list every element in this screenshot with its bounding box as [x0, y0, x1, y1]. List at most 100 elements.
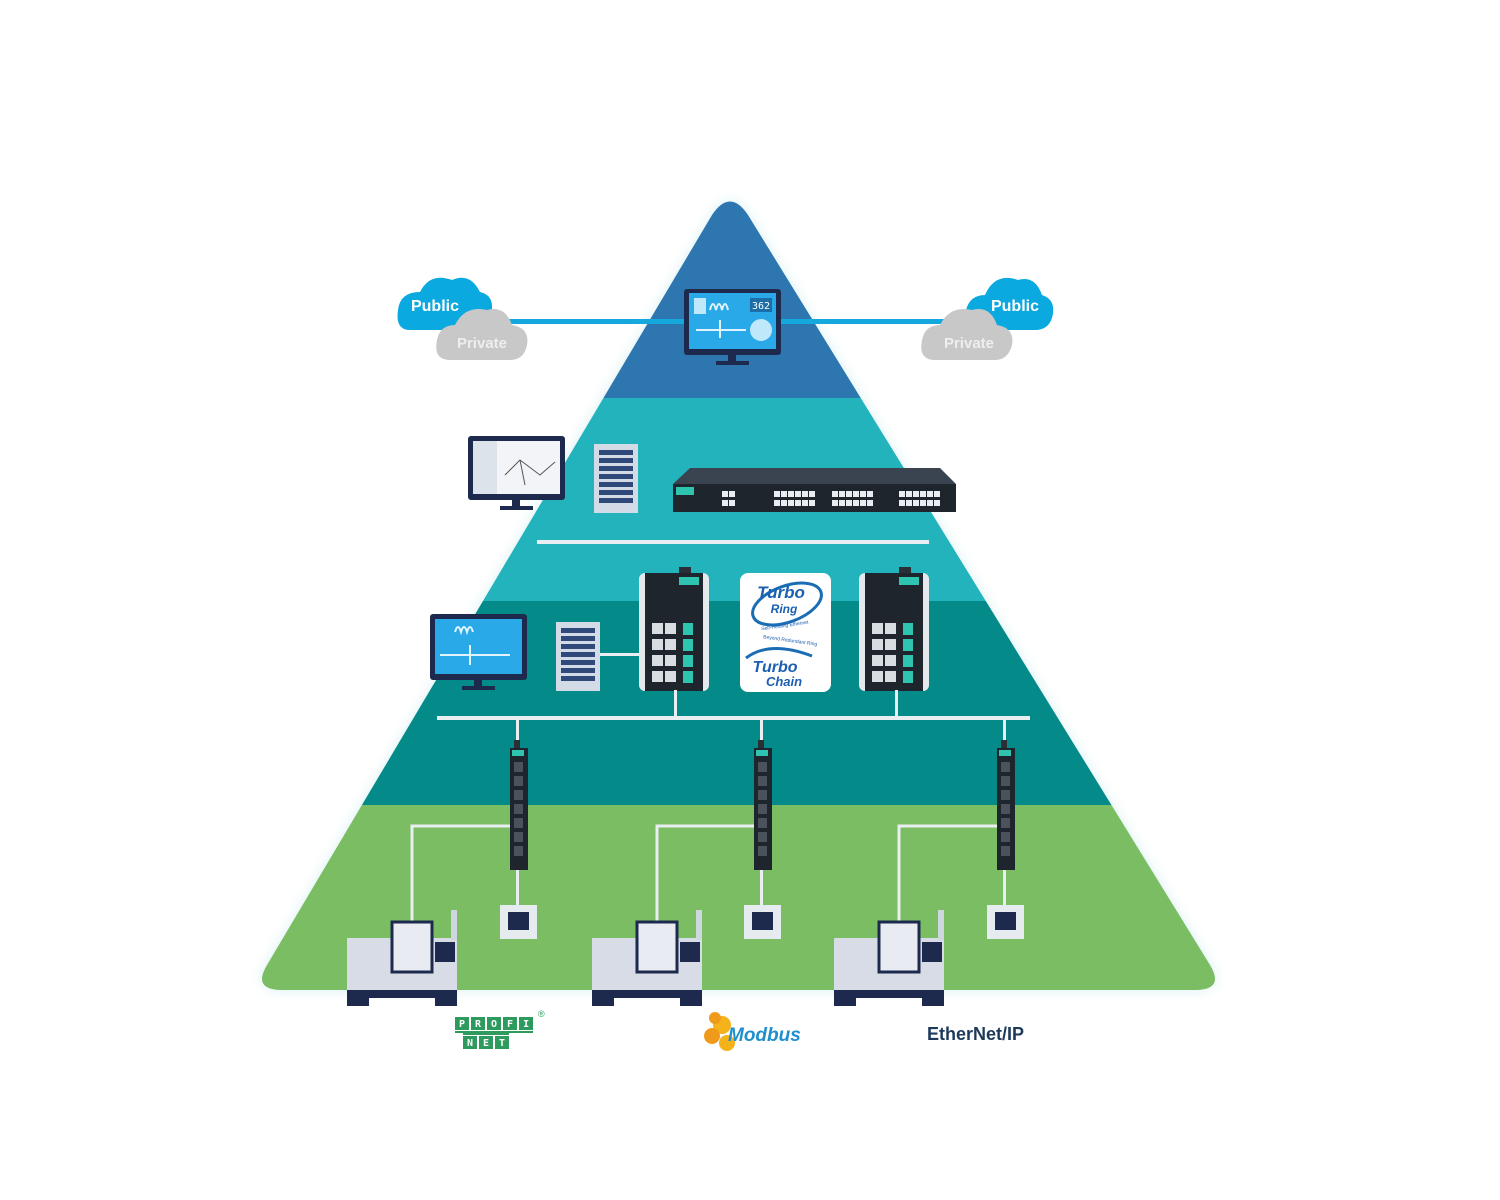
ethernet-port: [913, 500, 919, 506]
profinet-letter-box: [487, 1017, 501, 1030]
ethernet-port: [514, 818, 523, 828]
ethernet-port: [1001, 832, 1010, 842]
machine-foot: [922, 998, 944, 1006]
ethernet-port: [846, 491, 852, 497]
io-link-line: [760, 870, 763, 908]
brand-badge: [679, 577, 699, 585]
ethernet-port: [781, 491, 787, 497]
ethernet-port: [1001, 804, 1010, 814]
profinet-bus-line: [463, 1033, 509, 1035]
cloud-private-right[interactable]: Private: [921, 309, 1013, 360]
ethernet-port: [781, 500, 787, 506]
machine-foot: [592, 998, 614, 1006]
nms-monitor[interactable]: [468, 436, 565, 510]
machine-link-line: [410, 824, 510, 925]
fiber-port: [903, 623, 913, 635]
profinet-letter-box: [471, 1017, 485, 1030]
cloud-private-label: Private: [944, 335, 994, 352]
machine-foot: [680, 998, 702, 1006]
profinet-bus-line: [455, 1031, 533, 1033]
ethernet-port: [809, 491, 815, 497]
ethernet-port: [872, 623, 883, 634]
ethernetip-text-a: Ether: [927, 1024, 973, 1044]
ethernet-port: [795, 491, 801, 497]
modbus-logo: Modbus: [704, 1012, 801, 1051]
field-backbone-line: [437, 716, 1030, 720]
control-backbone-line: [537, 540, 929, 544]
hmi-monitor[interactable]: [430, 614, 527, 690]
power-connector: [899, 567, 911, 573]
power-connector: [758, 740, 764, 748]
ethernet-port: [514, 804, 523, 814]
profinet-text-line2: NET: [467, 1038, 515, 1049]
device-cell: [347, 718, 537, 1006]
ethernet-port: [758, 846, 767, 856]
io-link-line: [1003, 870, 1006, 908]
power-connector: [1001, 740, 1007, 748]
power-connector: [679, 567, 691, 573]
ethernet-port: [758, 790, 767, 800]
ethernet-port: [774, 491, 780, 497]
cloud-public-label: Public: [991, 298, 1039, 315]
ethernet-port: [899, 500, 905, 506]
ethernet-port: [872, 639, 883, 650]
remote-io-device[interactable]: [500, 905, 537, 939]
device-cell: [834, 718, 1024, 1006]
machine-base: [347, 990, 457, 998]
fiber-port: [903, 639, 913, 651]
unmanaged-switch[interactable]: [510, 740, 528, 870]
ethernet-port: [795, 500, 801, 506]
brand-badge: [999, 750, 1011, 756]
ethernet-port: [867, 500, 873, 506]
remote-io-device[interactable]: [987, 905, 1024, 939]
unmanaged-switch[interactable]: [997, 740, 1015, 870]
topology-icon: [504, 459, 556, 486]
pie-chart-icon: [750, 319, 772, 341]
din-rail-switch-right[interactable]: [859, 567, 929, 691]
ethernet-port: [758, 804, 767, 814]
cloud-private-left[interactable]: Private: [436, 309, 528, 360]
ethernet-port: [665, 623, 676, 634]
fiber-port: [903, 655, 913, 667]
ethernetip-text-b: Net/IP: [973, 1024, 1024, 1044]
cnc-machine[interactable]: [347, 910, 457, 1006]
ethernet-port: [853, 500, 859, 506]
fiber-port: [683, 671, 693, 683]
ethernet-port: [832, 491, 838, 497]
cnc-machine[interactable]: [834, 910, 944, 1006]
ethernet-port: [652, 655, 663, 666]
ethernet-port: [872, 671, 883, 682]
turbo-chain-text-2: Chain: [766, 674, 802, 689]
tank-icon: [694, 298, 706, 314]
fiber-port: [683, 639, 693, 651]
ethernet-port: [665, 655, 676, 666]
cloud-private-label: Private: [457, 335, 507, 352]
profinet-text-line1: PROFI: [459, 1019, 539, 1030]
link-line: [516, 718, 519, 748]
machine-door: [877, 920, 921, 974]
io-module: [752, 912, 773, 930]
signal-tower: [696, 910, 702, 940]
din-rail-switch-left[interactable]: [639, 567, 709, 691]
ethernet-ip-logo: EtherNet/IP: [927, 1024, 1024, 1044]
ethernet-port: [853, 491, 859, 497]
server-rack-control[interactable]: [594, 444, 638, 513]
scada-monitor[interactable]: 362: [684, 289, 781, 365]
server-rack-field[interactable]: [556, 622, 600, 691]
rackmount-layer3-switch[interactable]: [673, 468, 956, 512]
remote-io-device[interactable]: [744, 905, 781, 939]
brand-badge: [512, 750, 524, 756]
unmanaged-switch[interactable]: [754, 740, 772, 870]
ethernet-port: [514, 790, 523, 800]
cnc-machine[interactable]: [592, 910, 702, 1006]
link-line: [895, 690, 898, 718]
ethernet-port: [758, 832, 767, 842]
device-cell: [592, 718, 781, 1006]
profinet-letter-box: [503, 1017, 517, 1030]
process-diagram-icon: [440, 626, 510, 665]
io-module: [995, 912, 1016, 930]
ethernet-port: [860, 491, 866, 497]
machine-foot: [435, 998, 457, 1006]
machine-link-line: [655, 824, 754, 925]
